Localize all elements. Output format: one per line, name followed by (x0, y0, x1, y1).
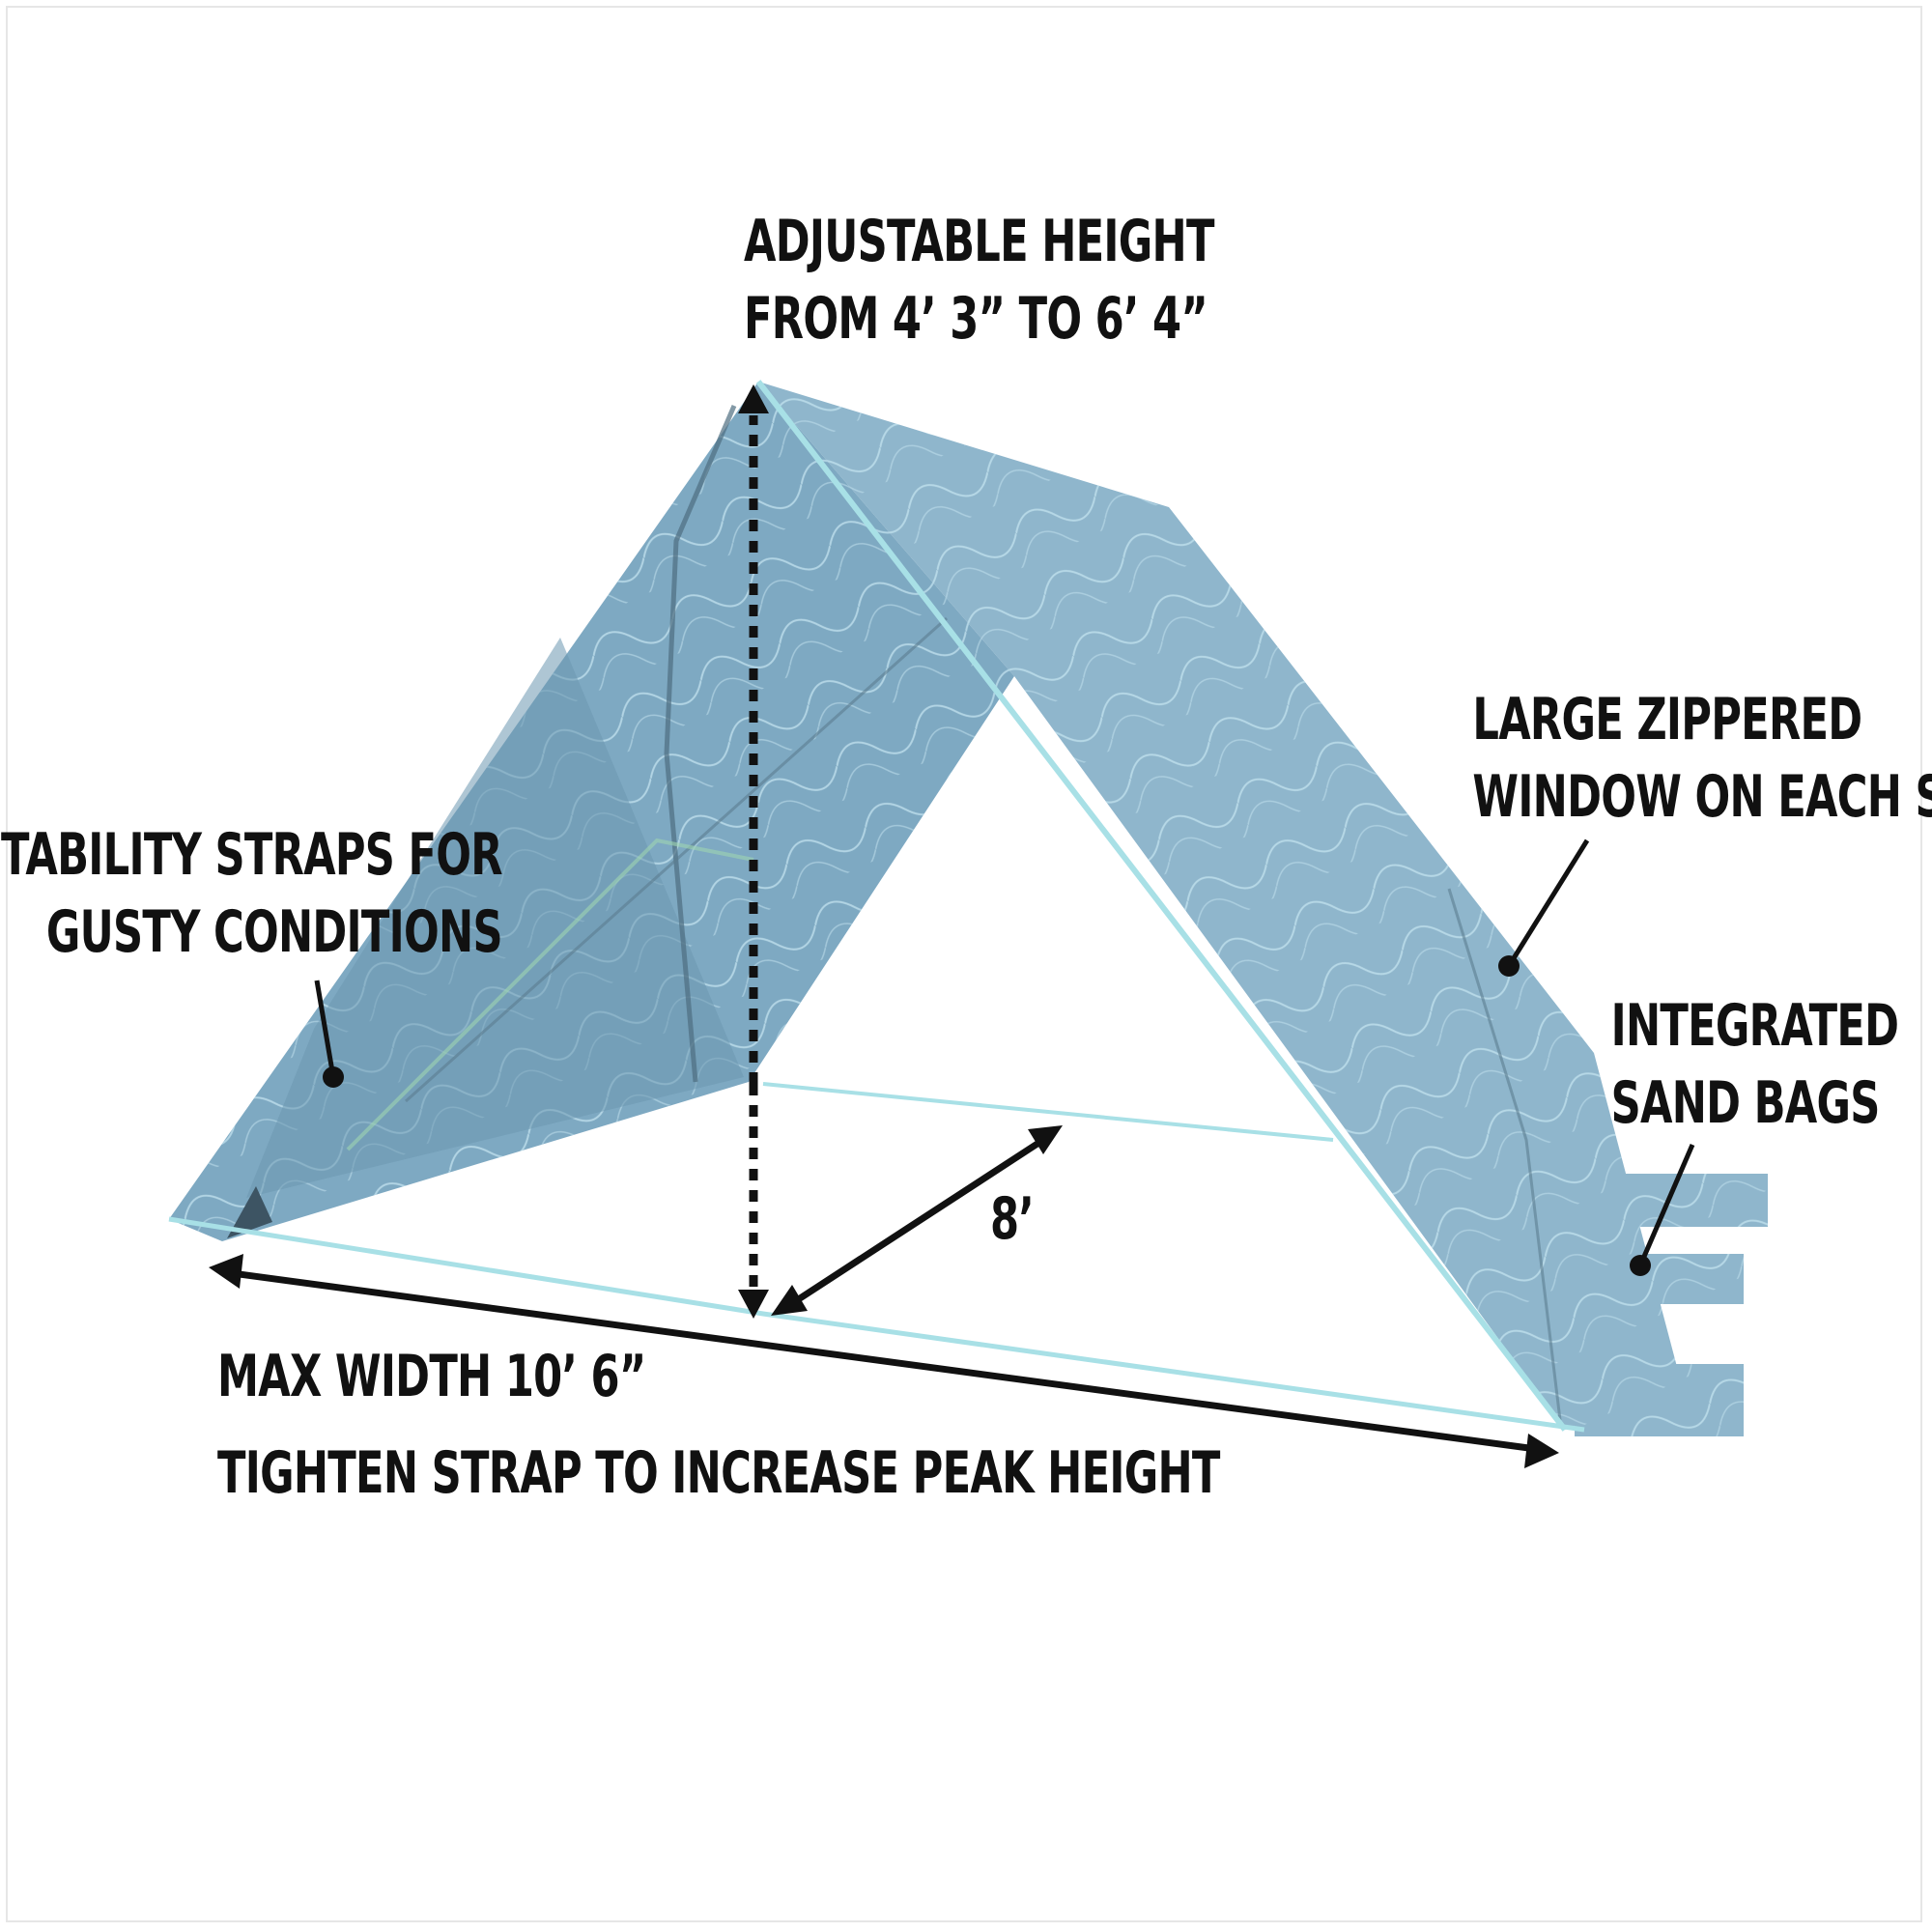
sand-bags (1575, 1174, 1768, 1436)
tighten-strap-label: TIGHTEN STRAP TO INCREASE PEAK HEIGHT (217, 1439, 1220, 1507)
height-arrow (738, 384, 769, 1319)
window-label-line-1: LARGE ZIPPERED (1472, 686, 1862, 753)
tent-left-panel (169, 382, 1014, 1241)
sandbags-label: INTEGRATED SAND BAGS (1610, 987, 1899, 1142)
height-label-line-2: FROM 4’ 3” TO 6’ 4” (744, 285, 1208, 353)
straps-label-line-1: STABILITY STRAPS FOR (0, 821, 503, 889)
width-label: MAX WIDTH 10’ 6” (217, 1343, 646, 1410)
depth-arrow (771, 1125, 1063, 1316)
image-border (6, 6, 1922, 1922)
straps-label-line-2: GUSTY CONDITIONS (46, 898, 503, 966)
height-label-line-1: ADJUSTABLE HEIGHT (744, 208, 1214, 275)
window-label-line-2: WINDOW ON EACH SIDE (1472, 763, 1932, 831)
sandbags-leader (1630, 1144, 1695, 1276)
height-label: ADJUSTABLE HEIGHT FROM 4’ 3” TO 6’ 4” (744, 203, 1214, 357)
ground-outline (168, 1082, 1585, 1433)
sandbags-label-line-2: SAND BAGS (1610, 1069, 1881, 1137)
width-arrow (209, 1254, 1559, 1468)
straps-label: STABILITY STRAPS FOR GUSTY CONDITIONS (0, 816, 503, 971)
window-label: LARGE ZIPPERED WINDOW ON EACH SIDE (1472, 681, 1932, 836)
window-leader (1498, 838, 1590, 977)
straps-leader (314, 980, 344, 1088)
tent-right-panel (755, 380, 1681, 1432)
depth-label: 8’ (990, 1185, 1035, 1253)
sandbags-label-line-1: INTEGRATED (1610, 992, 1899, 1060)
